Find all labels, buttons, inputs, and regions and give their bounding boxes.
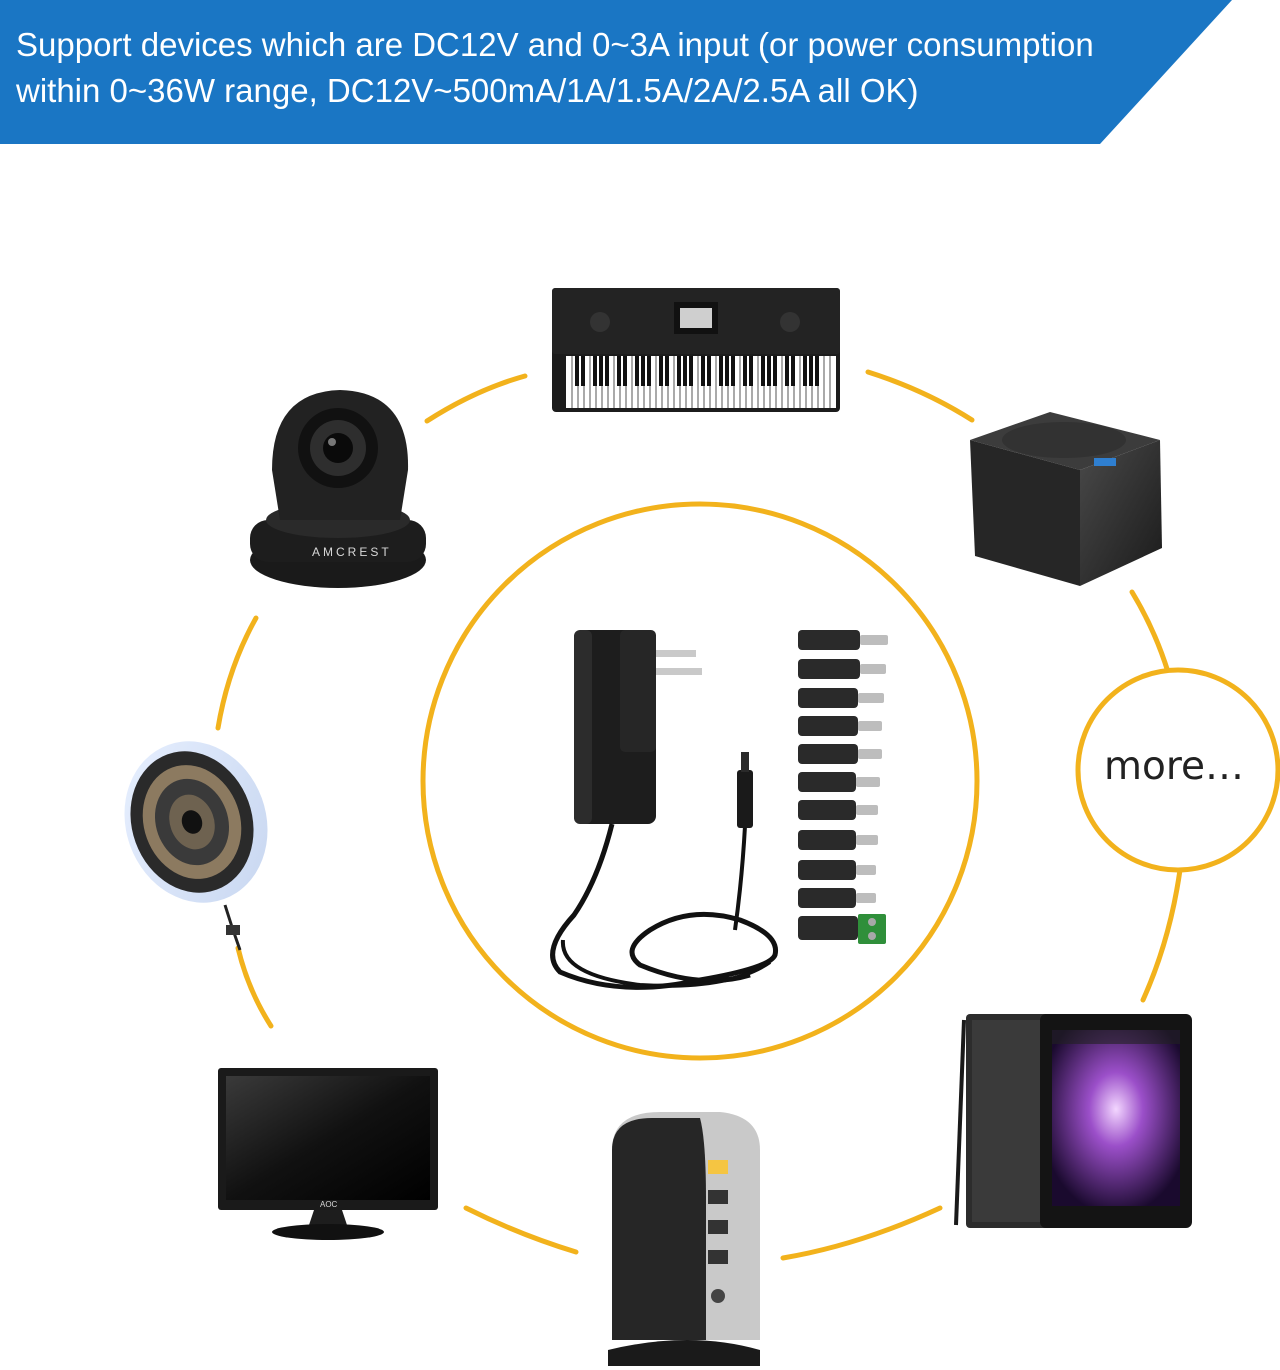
router-icon [608,1112,760,1366]
center-circle [420,501,980,1061]
arc-keyboard-speaker [865,369,975,423]
banner-background [0,0,1232,144]
monitor-icon [218,1068,438,1240]
more-label: more… [1104,744,1245,789]
arc-more-tablet [1140,867,1183,1003]
banner-line-1: Support devices which are DC12V and 0~3A… [16,26,1094,63]
tablet-icon [954,1014,1192,1228]
keyboard-icon [552,288,840,412]
device-diagram: AMCREST [124,288,1280,1366]
arc-speaker-more [1129,589,1171,675]
speaker-icon [970,412,1162,586]
camera-brand-label: AMCREST [312,545,392,559]
power-adapter-icon [550,630,779,990]
led-strip-icon [124,741,268,951]
banner-line-2: within 0~36W range, DC12V~500mA/1A/1.5A/… [16,72,919,109]
arc-monitor-led [235,945,274,1029]
camera-icon [250,390,426,588]
arc-camera-keyboard [424,373,528,424]
arc-led-camera [215,615,259,731]
more-circle [1075,667,1280,873]
dc-tips-icon [798,630,888,944]
monitor-brand-label: AOC [320,1200,338,1209]
banner-text: Support devices which are DC12V and 0~3A… [16,22,1196,114]
header-banner: Support devices which are DC12V and 0~3A… [0,0,1280,144]
connector-arcs [215,369,1183,1261]
arc-router-monitor [463,1205,579,1255]
arc-tablet-router [780,1205,943,1261]
